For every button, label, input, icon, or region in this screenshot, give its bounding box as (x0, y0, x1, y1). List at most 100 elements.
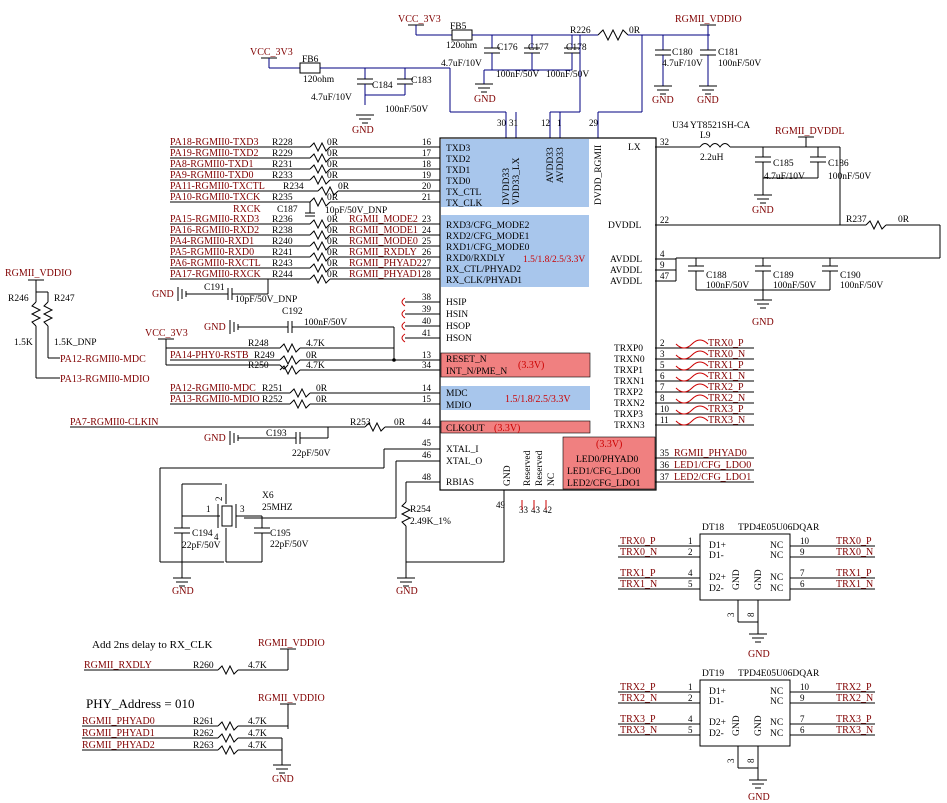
trx-section: 2 3 5 6 7 8 10 11 TRX0_P TRX0_N TRX1_P T… (655, 338, 754, 426)
svg-text:4: 4 (214, 532, 219, 542)
svg-text:RXCK: RXCK (233, 204, 262, 215)
svg-text:R233: R233 (272, 171, 293, 181)
svg-text:R253: R253 (350, 418, 371, 428)
cap-group-top: C176 C177 C178 4.7uF/10V 100nF/50V 100nF… (441, 35, 589, 105)
svg-text:RESET_N: RESET_N (446, 355, 487, 365)
svg-text:FB6: FB6 (302, 55, 319, 65)
svg-text:DVDD_RGMII: DVDD_RGMII (594, 145, 604, 205)
svg-text:7: 7 (800, 568, 805, 578)
ic-ref: U34 (672, 121, 689, 131)
svg-text:GND: GND (352, 125, 374, 136)
svg-text:15: 15 (422, 394, 432, 404)
svg-text:100nF/50V: 100nF/50V (496, 70, 539, 80)
svg-text:RGMII_PHYAD2: RGMII_PHYAD2 (349, 258, 422, 269)
svg-text:RXD1/CFG_MODE0: RXD1/CFG_MODE0 (446, 243, 530, 253)
svg-text:AVDDL: AVDDL (610, 255, 642, 265)
svg-text:R241: R241 (272, 248, 293, 258)
svg-text:TRXP2: TRXP2 (614, 388, 643, 398)
row-rxd3: PA15-RGMII0-RXD3 R236 0R RGMII_MODE2 23 (170, 214, 440, 230)
svg-text:NC: NC (770, 551, 783, 561)
svg-text:PA4-RGMII0-RXD1: PA4-RGMII0-RXD1 (170, 236, 254, 247)
svg-text:3: 3 (726, 612, 736, 617)
svg-text:MDIO: MDIO (446, 401, 471, 411)
svg-text:TRX3_N: TRX3_N (620, 725, 657, 736)
svg-text:X6: X6 (262, 491, 274, 501)
vcc-3v3-label-top: VCC_3V3 (398, 14, 441, 25)
svg-text:D2+: D2+ (709, 718, 726, 728)
svg-text:38: 38 (422, 292, 432, 302)
svg-text:10pF/50V_DNP: 10pF/50V_DNP (325, 206, 387, 216)
svg-text:1.5K_DNP: 1.5K_DNP (54, 338, 97, 348)
svg-text:RGMII_RXDLY: RGMII_RXDLY (84, 660, 152, 671)
svg-text:RGMII_DVDDL: RGMII_DVDDL (775, 126, 844, 137)
svg-text:100nF/50V: 100nF/50V (773, 281, 816, 291)
pullup-mdc-mdio: RGMII_VDDIO R246 1.5K R247 1.5K_DNP PA12… (5, 268, 150, 385)
svg-text:2: 2 (688, 547, 693, 557)
svg-text:0R: 0R (338, 182, 350, 192)
svg-text:(3.3V): (3.3V) (596, 439, 622, 450)
svg-text:R229: R229 (272, 149, 293, 159)
svg-text:C183: C183 (411, 76, 432, 86)
svg-text:42: 42 (543, 505, 552, 515)
svg-text:TX_CTL: TX_CTL (446, 188, 482, 198)
svg-text:R260: R260 (193, 661, 214, 671)
svg-text:9: 9 (800, 693, 805, 703)
svg-text:10: 10 (800, 682, 810, 692)
rgmii-vddio-top: RGMII_VDDIO (675, 14, 742, 35)
svg-text:10: 10 (660, 404, 670, 414)
svg-text:8: 8 (746, 758, 756, 763)
svg-text:C180: C180 (672, 48, 693, 58)
reset-section: GND C192 100nF/50V VCC_3V3 R248 4.7K PA1… (145, 307, 440, 376)
svg-text:Reserved: Reserved (535, 450, 545, 486)
svg-text:0R: 0R (327, 193, 339, 203)
svg-text:TRX1_P: TRX1_P (708, 360, 744, 371)
svg-text:16: 16 (422, 137, 432, 147)
svg-text:43: 43 (531, 505, 541, 515)
svg-text:DVDD33: DVDD33 (502, 168, 512, 205)
svg-text:47: 47 (660, 271, 670, 281)
svg-text:TRX1_N: TRX1_N (620, 579, 657, 590)
ferrite-fb5: FB5 120ohm (446, 22, 478, 51)
svg-text:PA9-RGMII0-TXD0: PA9-RGMII0-TXD0 (170, 170, 254, 181)
svg-text:GND: GND (697, 95, 719, 106)
svg-text:AVDDL: AVDDL (610, 266, 642, 276)
svg-text:TRXP0: TRXP0 (614, 344, 643, 354)
svg-text:PA12-RGMII0-MDC: PA12-RGMII0-MDC (60, 354, 146, 365)
svg-text:NC: NC (547, 473, 557, 486)
svg-text:R228: R228 (272, 138, 293, 148)
svg-text:PA13-RGMII0-MDIO: PA13-RGMII0-MDIO (170, 394, 260, 405)
svg-text:VCC_3V3: VCC_3V3 (250, 47, 293, 58)
svg-text:2.49K_1%: 2.49K_1% (410, 517, 451, 527)
svg-text:C189: C189 (773, 271, 794, 281)
svg-text:LED0/PHYAD0: LED0/PHYAD0 (576, 455, 639, 465)
svg-text:TRX0_P: TRX0_P (836, 536, 872, 547)
svg-text:0R: 0R (327, 248, 339, 258)
svg-text:35: 35 (660, 448, 670, 458)
svg-text:TXD1: TXD1 (446, 166, 471, 176)
svg-text:1.5/1.8/2.5/3.3V: 1.5/1.8/2.5/3.3V (505, 394, 571, 405)
svg-text:GND: GND (272, 774, 294, 785)
svg-text:48: 48 (422, 472, 432, 482)
svg-text:22: 22 (660, 215, 669, 225)
ic-top-wires (450, 35, 643, 138)
svg-text:AVDDL: AVDDL (610, 277, 642, 287)
svg-text:R244: R244 (272, 270, 293, 280)
row-txctl: PA11-RGMII0-TXCTL R234 0R 20 (170, 181, 440, 197)
svg-text:NC: NC (770, 718, 783, 728)
svg-text:44: 44 (422, 417, 432, 427)
ic-u34: U34 YT8521SH-CA DVDD33 VDD33_LX AVDD33 A… (439, 118, 750, 491)
svg-text:TRX2_N: TRX2_N (708, 393, 745, 404)
svg-text:36: 36 (660, 460, 670, 470)
svg-text:C187: C187 (277, 205, 298, 215)
svg-text:TRX2_P: TRX2_P (708, 382, 744, 393)
svg-text:TRXN0: TRXN0 (614, 355, 645, 365)
svg-text:4: 4 (688, 714, 693, 724)
svg-text:R226: R226 (570, 26, 591, 36)
svg-text:120ohm: 120ohm (446, 41, 478, 51)
svg-text:25MHZ: 25MHZ (262, 503, 293, 513)
svg-text:22pF/50V: 22pF/50V (292, 449, 331, 459)
svg-text:TRX3_P: TRX3_P (836, 714, 872, 725)
row-rxctl: PA6-RGMII0-RXCTL R243 0R RGMII_PHYAD2 27 (170, 258, 440, 274)
svg-text:Reserved: Reserved (523, 450, 533, 486)
svg-text:PA15-RGMII0-RXD3: PA15-RGMII0-RXD3 (170, 214, 259, 225)
